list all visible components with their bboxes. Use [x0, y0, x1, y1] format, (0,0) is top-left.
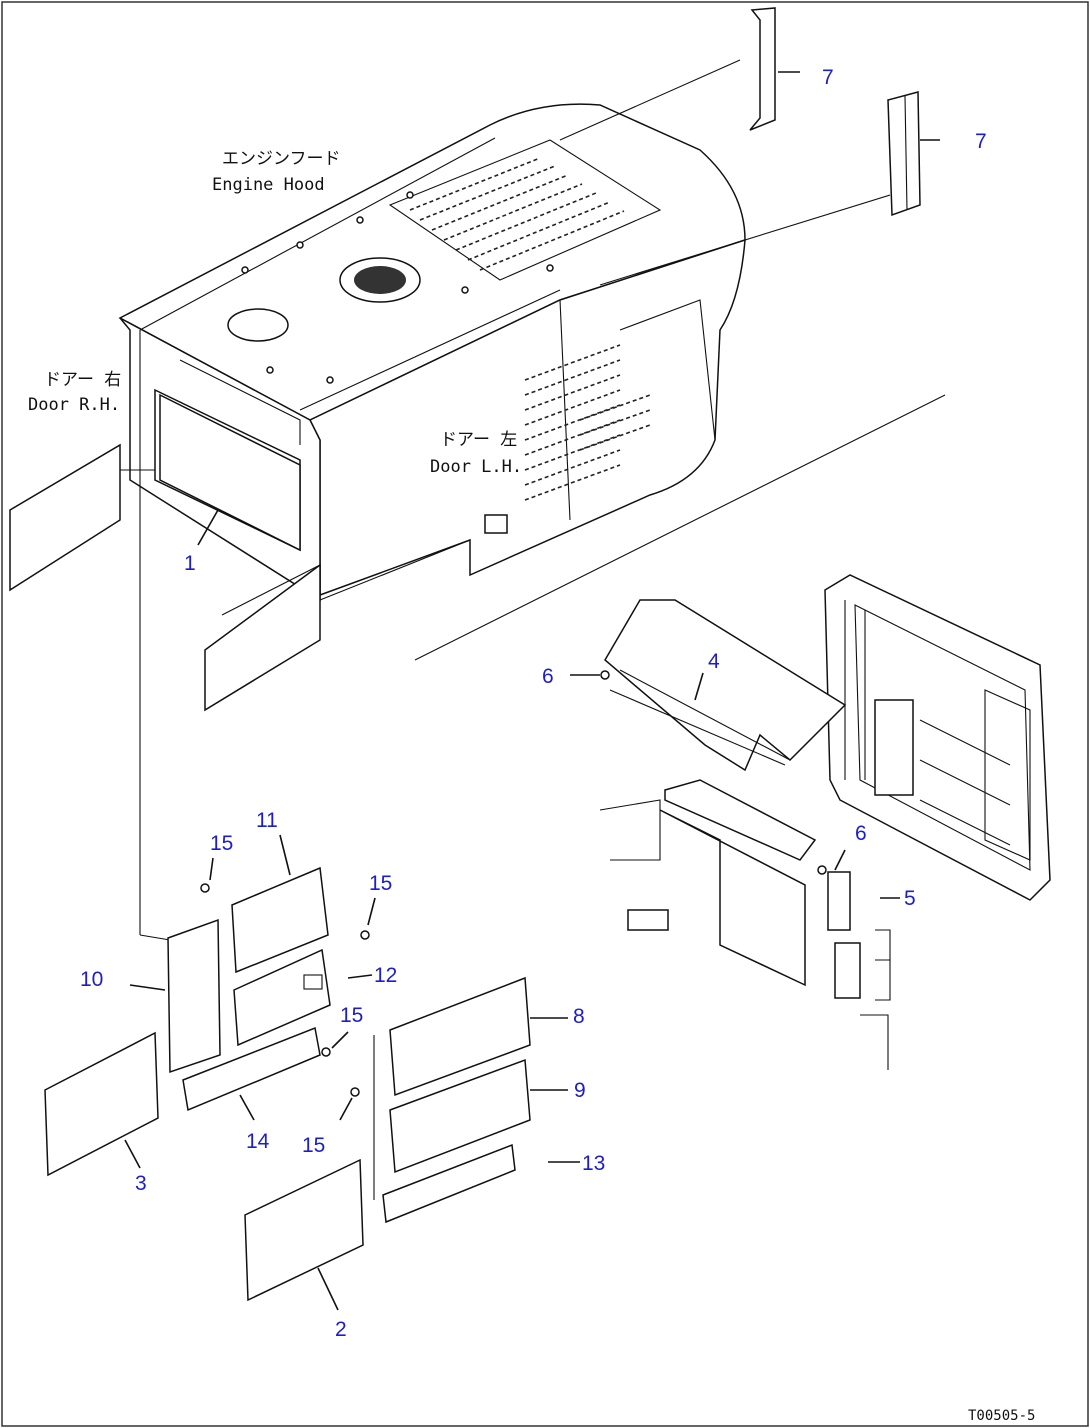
part-3-insulation	[44, 1031, 159, 1177]
part-4-bracket	[604, 599, 847, 772]
part-13-insulation	[382, 1143, 516, 1224]
part-8-insulation	[373, 976, 531, 1200]
door-lh-label-en: Door L.H.	[430, 457, 522, 477]
callout-15-d: 15	[302, 1134, 325, 1157]
lower-bracket-assembly	[599, 779, 891, 1070]
part-7-seal-lower	[887, 91, 921, 217]
part-7-seal-upper	[749, 7, 776, 131]
part-14-insulation	[182, 1026, 321, 1112]
part-10-insulation	[167, 918, 221, 1074]
callout-10: 10	[80, 968, 103, 991]
part-11-insulation	[231, 866, 329, 974]
part-12-insulation	[233, 948, 331, 1047]
callout-15-b: 15	[369, 872, 392, 895]
callout-8: 8	[573, 1005, 585, 1028]
part-1-insulation	[159, 393, 301, 552]
part-9-insulation	[389, 1058, 531, 1174]
callout-6-left: 6	[542, 665, 554, 688]
callout-15-a: 15	[210, 832, 233, 855]
door-rh-label-jp: ドアー 右	[44, 370, 121, 390]
callout-9: 9	[574, 1079, 586, 1102]
callout-leader-lines	[124, 71, 940, 1311]
callout-3: 3	[135, 1172, 147, 1195]
front-lower-insulation	[204, 563, 321, 712]
document-id: T00505-5	[968, 1408, 1035, 1424]
part-6-bolts	[600, 670, 827, 875]
door-rh-label-en: Door R.H.	[28, 395, 120, 415]
part-2-insulation	[244, 1158, 364, 1302]
door-rh-insulation	[9, 443, 155, 592]
callout-15-c: 15	[340, 1004, 363, 1027]
callout-5: 5	[904, 887, 916, 910]
callout-11: 11	[256, 809, 278, 832]
callout-1: 1	[184, 552, 196, 575]
door-lh-label-jp: ドアー 左	[440, 430, 517, 450]
callout-2: 2	[335, 1318, 347, 1341]
part-15-bolts	[200, 883, 370, 1097]
callout-13: 13	[582, 1152, 605, 1175]
radiator-frame-drawing	[824, 574, 1051, 901]
callout-7-lower: 7	[975, 130, 987, 153]
callout-4: 4	[708, 650, 720, 673]
callout-6-right: 6	[855, 822, 867, 845]
engine-hood-label-en: Engine Hood	[212, 175, 325, 195]
engine-hood-label-jp: エンジンフード	[222, 149, 341, 169]
callout-14: 14	[246, 1130, 270, 1153]
callout-12: 12	[374, 964, 397, 987]
callout-7-upper: 7	[822, 66, 834, 89]
phantom-lines	[139, 59, 946, 941]
